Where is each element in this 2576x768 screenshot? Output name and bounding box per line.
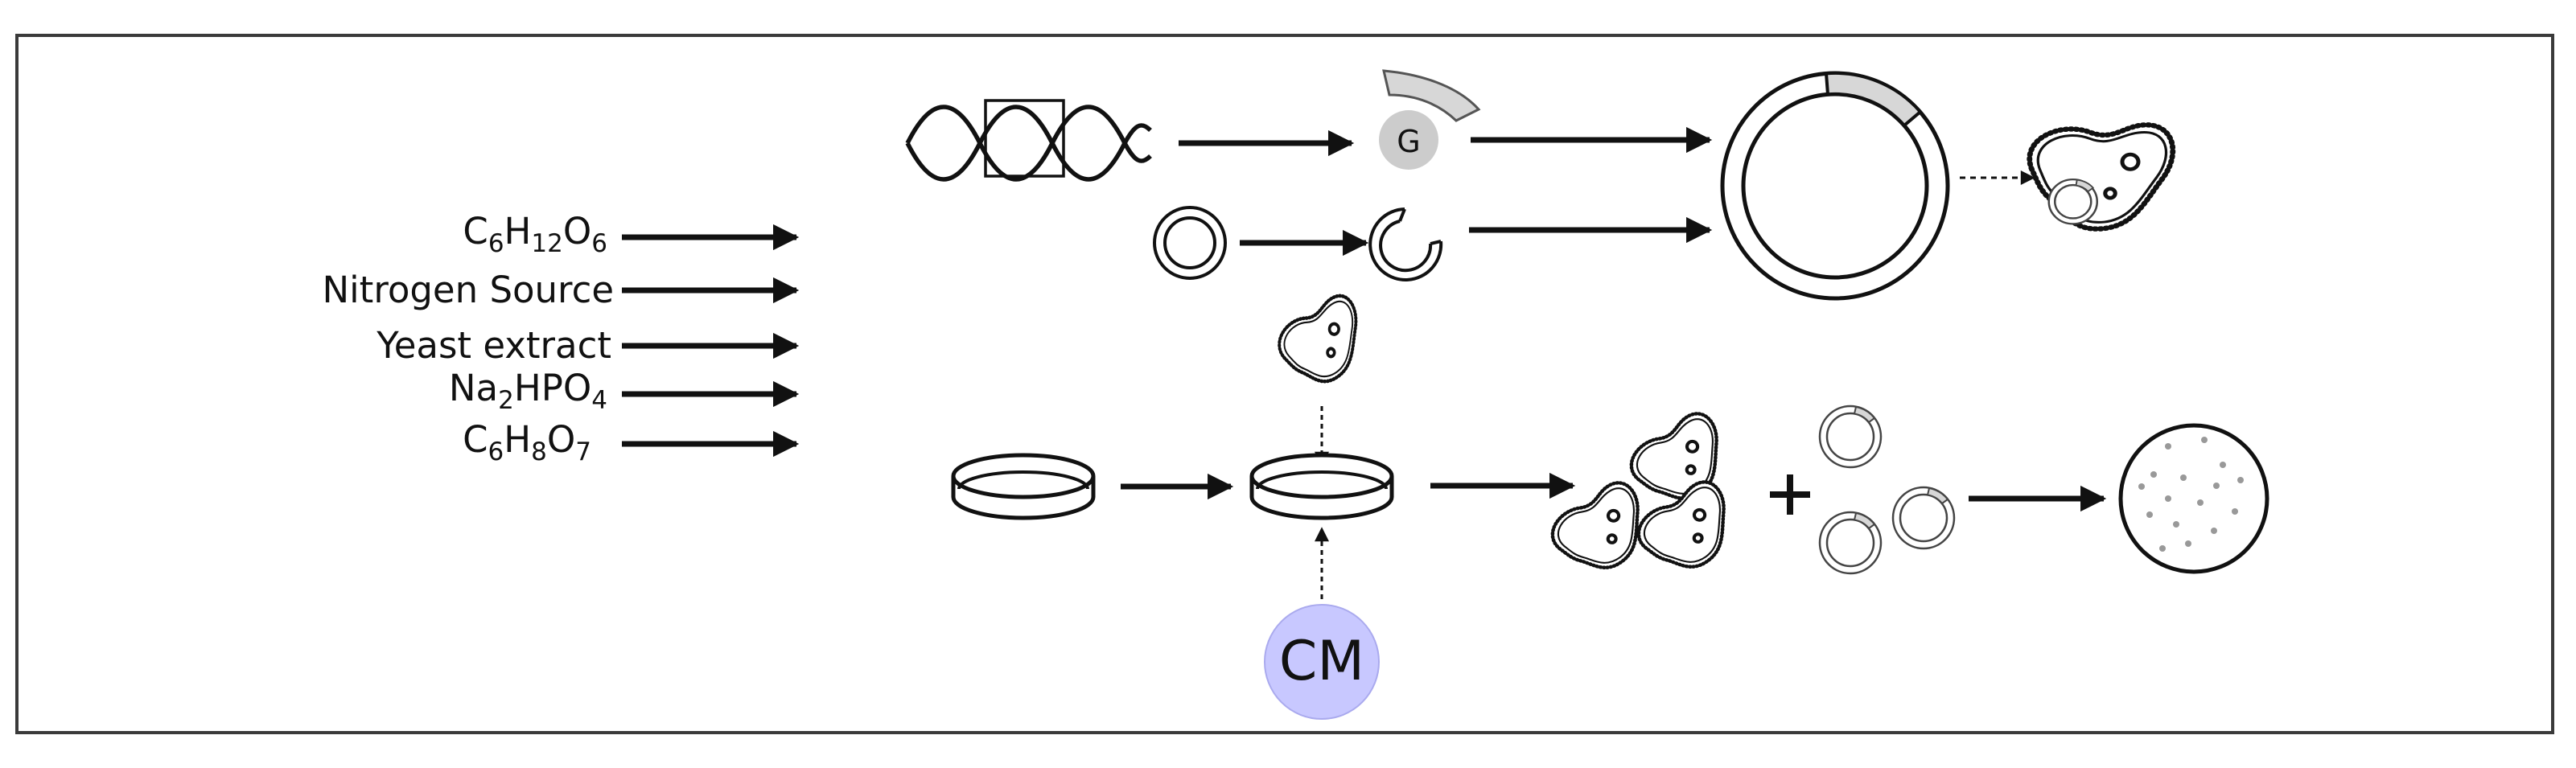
phosphate-label: Na2HPO4	[449, 367, 607, 415]
bacterium-icon	[1622, 408, 1740, 516]
input-phosphate: Na2HPO4	[449, 367, 607, 415]
yeast-extract-label: Yeast extract	[376, 324, 611, 367]
input-arrows	[622, 224, 800, 458]
bacteria-cluster	[1543, 408, 1747, 585]
transformed-bacterium-icon	[2030, 125, 2173, 228]
citric-acid-label: C6H8O7	[463, 418, 591, 466]
bacterium-icon	[1629, 476, 1747, 585]
culture-plate-icon	[2118, 423, 2269, 574]
dna-helix-icon	[905, 99, 1152, 182]
culture-medium-badge: CM	[1264, 604, 1380, 720]
nitrogen-source-label: Nitrogen Source	[323, 269, 614, 311]
glucose-label: C6H12O6	[463, 210, 607, 258]
input-glucose: C6H12O6	[463, 210, 607, 258]
bacterium-icon	[1543, 477, 1661, 585]
plasmid-icon	[1818, 405, 1883, 469]
bacterium-icon	[1272, 290, 1374, 397]
plasmid-icon	[1818, 511, 1883, 575]
culture-medium-label: CM	[1279, 630, 1364, 693]
plasmid-icon	[1153, 206, 1227, 280]
plus-icon	[1770, 474, 1810, 515]
input-citric-acid: C6H8O7	[463, 418, 591, 466]
plasmid-icon	[1891, 486, 1956, 550]
recombinant-plasmid-icon	[1720, 71, 1950, 301]
gene-marker-label: G	[1397, 124, 1420, 159]
gene-circle-icon: G	[1379, 69, 1481, 170]
linearized-plasmid-icon	[1368, 207, 1443, 281]
